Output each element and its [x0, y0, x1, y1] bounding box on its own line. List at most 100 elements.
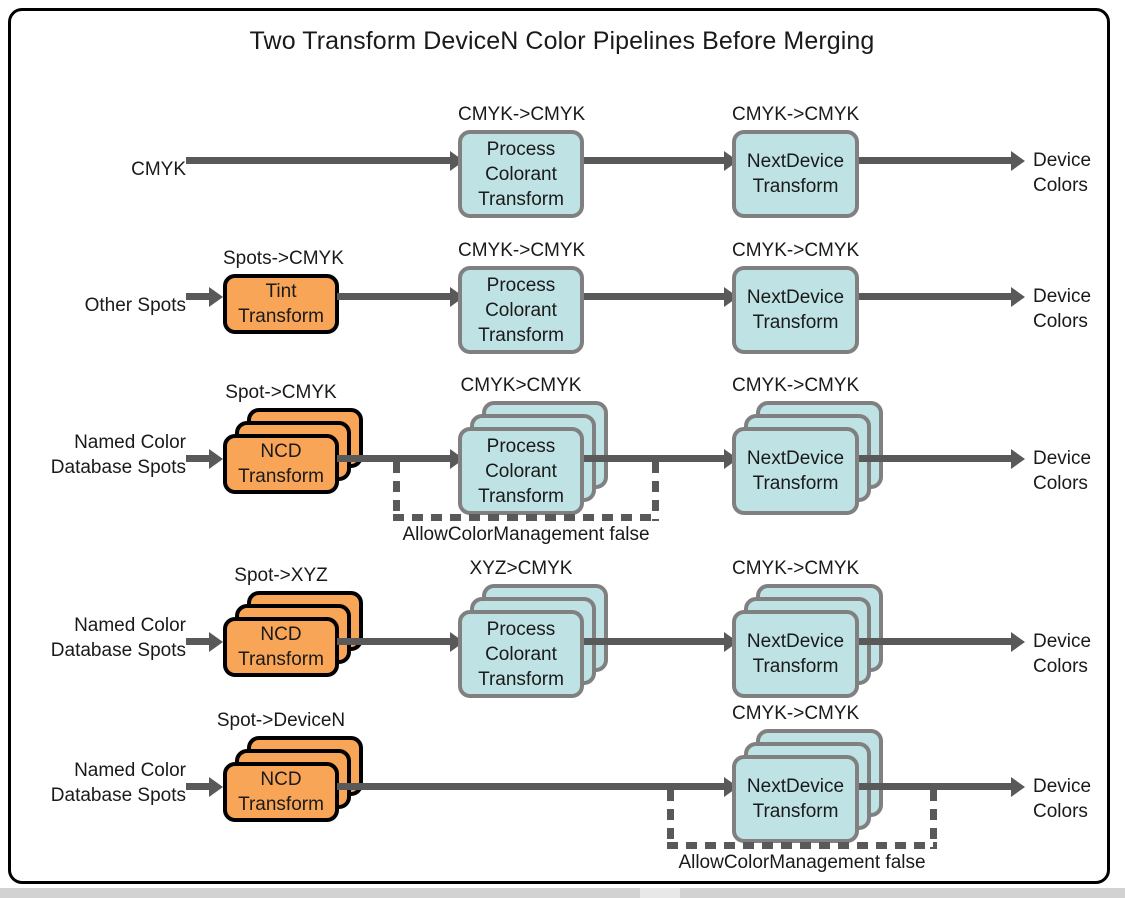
bottom-scroll-strip[interactable] [0, 888, 1125, 898]
row3-output-line1: Device [1033, 448, 1092, 469]
row2-tint-line1: Tint [265, 281, 297, 302]
row2-arrow-process-to-nextdevice [584, 286, 738, 307]
row5-bypass-label: AllowColorManagement false [678, 852, 926, 873]
row4-nextdevice-line2: Transform [752, 656, 839, 677]
row4-nextdevice-top-label: CMYK->CMYK [732, 558, 860, 579]
row1-nextdevice-box[interactable]: NextDevice Transform [732, 130, 859, 218]
row4-nextdevice-line1: NextDevice [746, 631, 845, 652]
row4-source-line2: Database Spots [50, 640, 186, 661]
row4-output-line2: Colors [1033, 656, 1088, 677]
row2-process-box[interactable]: Process Colorant Transform [458, 266, 584, 354]
row2-output-line2: Colors [1033, 311, 1088, 332]
row4-arrow-process-to-nextdevice [584, 631, 738, 652]
row3-arrow-source-to-ncd [186, 448, 223, 469]
row3-arrow-nextdevice-to-output [859, 448, 1025, 469]
row3-source-label: Named Color Database Spots [0, 430, 186, 480]
row4-process-line2: Colorant [485, 643, 557, 665]
row2-process-line3: Transform [478, 324, 564, 346]
row5-nextdevice-box[interactable]: NextDevice Transform [732, 755, 859, 843]
row4-ncd-line2: Transform [238, 649, 324, 670]
row1-arrow-process-to-nextdevice [584, 150, 738, 171]
row1-nextdevice-line2: Transform [752, 176, 839, 197]
row2-nextdevice-line1: NextDevice [746, 287, 845, 308]
row2-tint-line2: Transform [238, 306, 324, 327]
row5-nextdevice-top-label: CMYK->CMYK [732, 703, 860, 724]
row1-process-line3: Transform [478, 188, 564, 210]
row5-nextdevice-line1: NextDevice [746, 776, 845, 797]
row2-process-line2: Colorant [485, 299, 557, 321]
row2-arrow-nextdevice-to-output [859, 286, 1025, 307]
row2-process-top-label: CMYK->CMYK [458, 240, 586, 261]
row4-process-box[interactable]: Process Colorant Transform [458, 610, 584, 698]
row3-nextdevice-top-label: CMYK->CMYK [732, 375, 860, 396]
row1-process-box[interactable]: Process Colorant Transform [458, 130, 584, 218]
row5-source-label: Named Color Database Spots [0, 758, 186, 808]
row4-source-label: Named Color Database Spots [0, 613, 186, 663]
row1-nextdevice-line1: NextDevice [746, 151, 845, 172]
row2-source-label: Other Spots [0, 293, 186, 318]
row3-ncd-line1: NCD [260, 441, 302, 462]
row3-ncd-box[interactable]: NCD Transform [223, 434, 339, 494]
row5-source-line2: Database Spots [50, 785, 186, 806]
row4-arrow-source-to-ncd [186, 631, 223, 652]
row5-ncd-box[interactable]: NCD Transform [223, 762, 339, 822]
row5-arrow-ncd-to-nextdevice [337, 776, 738, 797]
row2-arrow-tint-to-process [337, 286, 464, 307]
row4-output-line1: Device [1033, 631, 1092, 652]
row1-output-line2: Colors [1033, 175, 1088, 196]
row4-nextdevice-box[interactable]: NextDevice Transform [732, 610, 859, 698]
row3-ncd-top-label: Spot->CMYK [225, 382, 337, 403]
row4-process-top-label: XYZ>CMYK [469, 558, 573, 579]
row5-bypass-right-segment [930, 790, 937, 849]
diagram-title: Two Transform DeviceN Color Pipelines Be… [249, 27, 875, 55]
row5-bypass-left-segment [667, 790, 674, 849]
row2-tint-top-label: Spots->CMYK [223, 248, 344, 269]
row4-arrow-ncd-to-process [337, 631, 464, 652]
row1-output-line1: Device [1033, 150, 1092, 171]
row3-arrow-ncd-to-process [337, 448, 464, 469]
row5-ncd-top-label: Spot->DeviceN [216, 710, 346, 731]
row2-nextdevice-top-label: CMYK->CMYK [732, 240, 860, 261]
row3-process-box[interactable]: Process Colorant Transform [458, 427, 584, 515]
row3-ncd-line2: Transform [238, 466, 324, 487]
row1-arrow-nextdevice-to-output [859, 150, 1025, 171]
row4-ncd-box[interactable]: NCD Transform [223, 617, 339, 677]
row5-output-line1: Device [1033, 776, 1092, 797]
diagram-frame: Two Transform DeviceN Color Pipelines Be… [8, 8, 1110, 884]
row5-ncd-line2: Transform [238, 794, 324, 815]
row5-output-line2: Colors [1033, 801, 1088, 822]
row3-process-line3: Transform [478, 485, 564, 507]
row3-source-line1: Named Color [74, 432, 186, 453]
row2-process-line1: Process [486, 274, 556, 296]
row1-arrow-source-to-process [186, 150, 464, 171]
row1-process-top-label: CMYK->CMYK [458, 104, 586, 125]
row3-bypass-right-segment [652, 462, 659, 521]
row5-arrow-source-to-ncd [186, 776, 223, 797]
row1-nextdevice-top-label: CMYK->CMYK [732, 104, 860, 125]
row2-nextdevice-line2: Transform [752, 312, 839, 333]
row2-tint-box[interactable]: Tint Transform [223, 274, 339, 334]
row3-process-top-label: CMYK>CMYK [460, 375, 582, 396]
row4-ncd-line1: NCD [260, 624, 302, 645]
row4-output-label: Device Colors [1033, 629, 1113, 679]
row3-nextdevice-box[interactable]: NextDevice Transform [732, 427, 859, 515]
row3-source-line2: Database Spots [50, 457, 186, 478]
row2-arrow-source-to-tint [186, 286, 223, 307]
row3-process-line2: Colorant [485, 460, 557, 482]
row5-bypass-bottom-segment [667, 842, 937, 849]
row5-source-line1: Named Color [74, 760, 186, 781]
row4-process-line3: Transform [478, 668, 564, 690]
row1-process-line1: Process [486, 138, 556, 160]
row5-arrow-nextdevice-to-output [859, 776, 1025, 797]
row1-source-label: CMYK [0, 157, 186, 182]
row3-bypass-label: AllowColorManagement false [402, 524, 650, 545]
row1-source-line1: CMYK [131, 159, 186, 180]
row3-bypass-left-segment [393, 462, 400, 521]
row5-nextdevice-line2: Transform [752, 801, 839, 822]
row4-process-line1: Process [486, 618, 556, 640]
row3-nextdevice-line2: Transform [752, 473, 839, 494]
row3-output-line2: Colors [1033, 473, 1088, 494]
row2-nextdevice-box[interactable]: NextDevice Transform [732, 266, 859, 354]
row4-source-line1: Named Color [74, 615, 186, 636]
row1-output-label: Device Colors [1033, 148, 1113, 198]
